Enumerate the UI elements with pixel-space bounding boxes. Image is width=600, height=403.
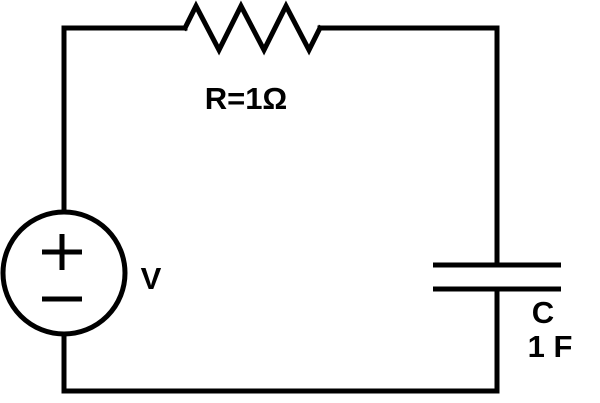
resistor-label: R=1Ω	[205, 81, 288, 116]
wire-left-top	[61, 25, 188, 215]
voltage-source-label: V	[141, 261, 162, 296]
capacitor-value-label: 1 F	[528, 329, 573, 364]
capacitor-label: C	[532, 295, 554, 330]
voltage-source-circle	[0, 209, 128, 337]
resistor-zigzag	[181, 0, 324, 56]
wire-right-top	[317, 25, 500, 266]
wire-bottom	[61, 288, 500, 394]
plus-icon	[42, 234, 82, 270]
